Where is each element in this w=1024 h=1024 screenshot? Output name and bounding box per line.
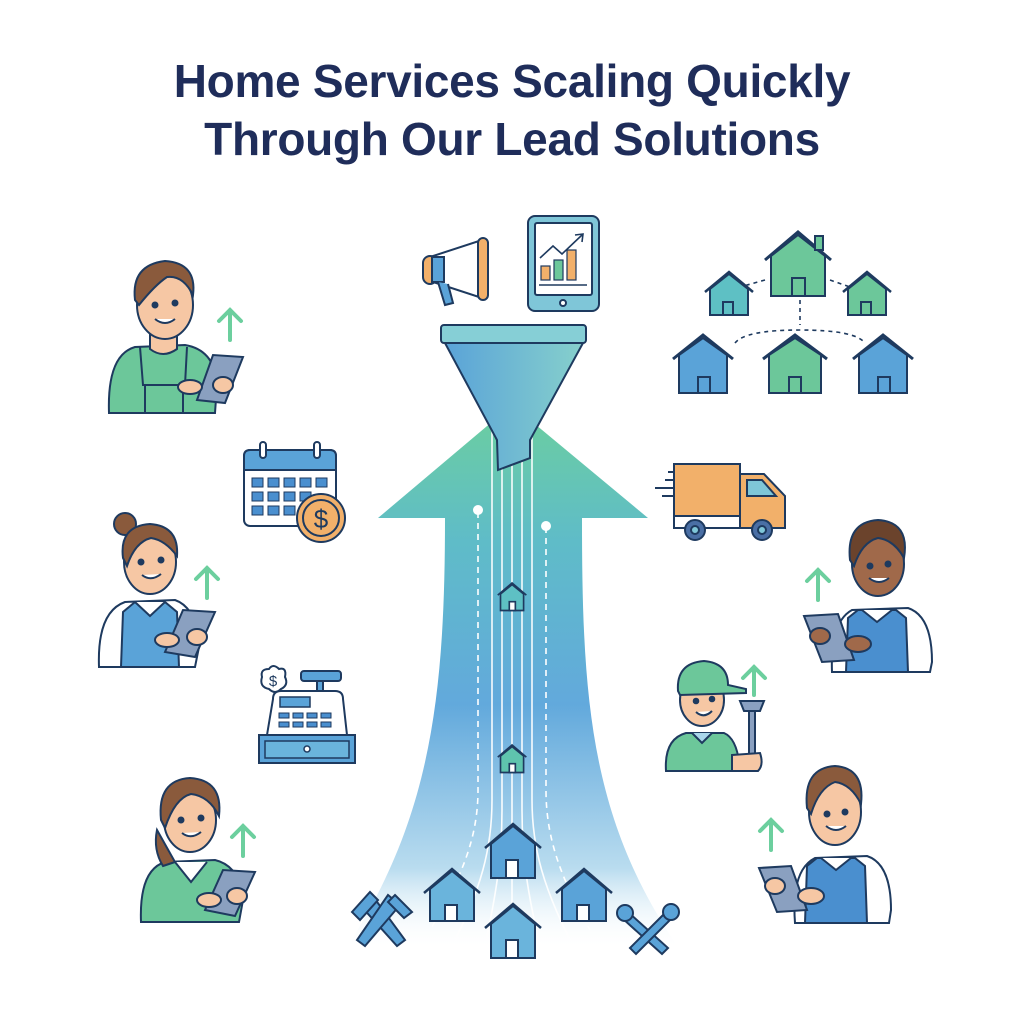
worker-blue-overalls-tablet [802, 518, 934, 673]
growth-arrow-icon [805, 567, 831, 602]
worker-green-overalls-tablet [107, 259, 245, 414]
dollar-coin-icon: $ [296, 493, 346, 543]
calendar-dollar-icon: $ [243, 441, 346, 543]
svg-text:$: $ [269, 673, 278, 690]
growth-arrow-icon [217, 307, 243, 342]
hammers-icon [350, 890, 414, 948]
house-icon-stream-1 [497, 581, 527, 612]
house-icon-base-right [555, 867, 613, 922]
title-line-1: Home Services Scaling Quickly [173, 55, 851, 107]
house-icon-base-bottom [484, 902, 542, 959]
svg-text:$: $ [314, 504, 329, 534]
growth-arrow-icon [741, 664, 767, 697]
house-icon-base-left [423, 867, 481, 922]
cash-register-icon: $ [258, 665, 356, 764]
growth-arrow-icon [758, 817, 784, 852]
growth-arrow-icon [194, 565, 220, 600]
house-icon-base-center-top [484, 822, 542, 879]
woman-blue-apron-tablet [97, 512, 220, 668]
house-network-icon [672, 230, 914, 394]
page-title: Home Services Scaling Quickly Through Ou… [0, 52, 1024, 168]
plunger-icon [738, 700, 766, 712]
delivery-truck-icon [655, 463, 786, 541]
funnel-icon [440, 324, 587, 472]
house-icon-stream-2 [497, 743, 527, 774]
growth-arrow-icon [230, 823, 256, 858]
plumber-with-plunger [664, 659, 767, 772]
worker-blue-overalls-tablet-2 [757, 764, 893, 924]
wrenches-icon [616, 903, 680, 956]
megaphone-icon [422, 237, 489, 307]
tablet-growth-chart-icon [527, 215, 600, 312]
title-line-2: Through Our Lead Solutions [204, 113, 820, 165]
woman-green-sweater-tablet [139, 776, 257, 923]
